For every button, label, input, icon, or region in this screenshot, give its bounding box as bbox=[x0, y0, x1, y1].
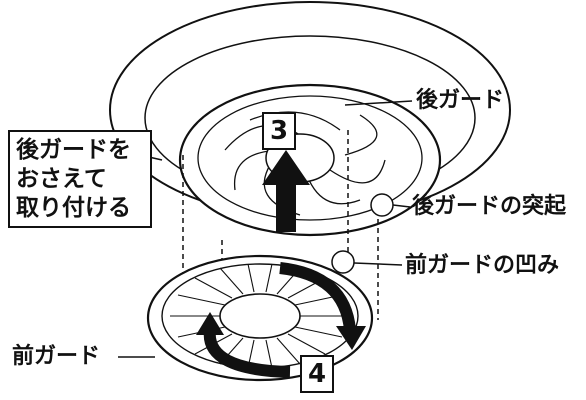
rear-guard-projection-marker bbox=[370, 193, 394, 217]
front-guard-recess-marker bbox=[331, 250, 355, 274]
instruction-line-3: 取り付ける bbox=[16, 194, 131, 221]
instruction-box: 後ガードを おさえて 取り付ける bbox=[8, 130, 152, 229]
rotate-arrow-left-icon bbox=[203, 329, 291, 378]
step-4-badge: 4 bbox=[300, 355, 334, 393]
step-3-badge: 3 bbox=[262, 112, 296, 150]
up-arrow-icon bbox=[262, 150, 310, 232]
rear-guard-label: 後ガード bbox=[416, 88, 505, 113]
rear-guard-inner bbox=[197, 95, 423, 221]
instruction-line-2: おさえて bbox=[16, 165, 107, 192]
rotate-arrow-right-icon bbox=[279, 262, 356, 331]
front-guard-center bbox=[219, 293, 301, 339]
front-guard-recess-label: 前ガードの凹み bbox=[405, 253, 560, 278]
front-guard-label: 前ガード bbox=[12, 344, 101, 369]
instruction-line-1: 後ガードを bbox=[16, 137, 131, 163]
rear-guard-leader bbox=[344, 100, 413, 106]
rear-guard-projection-label: 後ガードの突起 bbox=[412, 194, 567, 219]
